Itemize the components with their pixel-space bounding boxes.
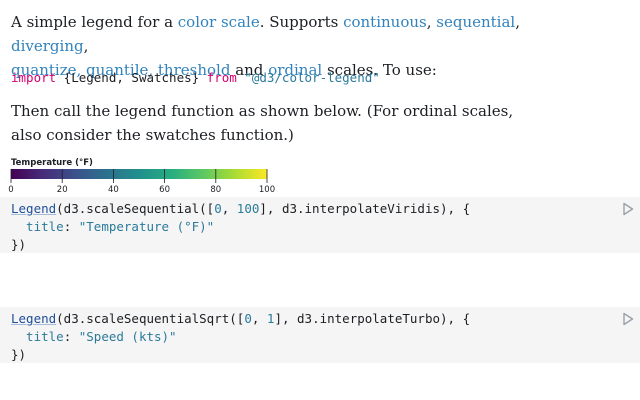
intro-paragraph: A simple legend for a color scale. Suppo… [11, 10, 531, 82]
intro-text: scales. To use: [322, 61, 437, 79]
run-cell-icon[interactable] [622, 312, 634, 326]
intro-text: , [515, 13, 520, 31]
code-key: title [11, 329, 64, 344]
code-text: }) [11, 347, 27, 362]
intro-text: and [230, 61, 269, 79]
legend-tick-label: 0 [8, 185, 13, 195]
code-num: 1 [266, 311, 275, 326]
code-block: Legend(d3.scaleSequential([0, 100], d3.i… [11, 200, 470, 254]
legend-tick-label: 80 [210, 185, 221, 195]
code-num: 0 [214, 201, 222, 216]
code-num: 100 [236, 201, 260, 216]
code-text: , [221, 201, 237, 216]
code-key: title [11, 219, 64, 234]
legend-tick-label: 60 [159, 185, 170, 195]
legend-tick-label: 40 [108, 185, 119, 195]
code-fn: Legend [11, 311, 57, 326]
intro-text: A simple legend for a [11, 13, 178, 31]
run-cell-icon[interactable] [622, 202, 634, 216]
legend-title: Temperature (°F) [11, 158, 93, 168]
from-keyword: from [206, 70, 237, 85]
link-color-scale[interactable]: color scale [177, 13, 260, 31]
code-text: : [63, 219, 79, 234]
code-fn: Legend [11, 201, 57, 216]
code-text: ], d3.interpolateTurbo), { [274, 311, 471, 326]
code-text: (d3.scaleSequential([ [56, 201, 215, 216]
link-ordinal[interactable]: ordinal [268, 61, 323, 79]
link-quantize-quantile-threshold[interactable]: quantize, quantile, threshold [11, 61, 231, 79]
import-module: "@d3/color-legend" [236, 70, 380, 85]
then-paragraph: Then call the legend function as shown b… [11, 102, 514, 144]
code-text: : [63, 329, 79, 344]
import-keyword: import [11, 70, 57, 85]
code-cell-temperature[interactable]: Legend(d3.scaleSequential([0, 100], d3.i… [0, 197, 640, 253]
code-string: "Temperature (°F)" [78, 219, 215, 234]
link-diverging[interactable]: diverging [11, 37, 84, 55]
link-continuous[interactable]: continuous [343, 13, 427, 31]
code-text: }) [11, 237, 27, 252]
import-names: {Legend, Swatches} [56, 70, 207, 85]
code-block: Legend(d3.scaleSequentialSqrt([0, 1], d3… [11, 310, 470, 364]
intro-text: , [426, 13, 437, 31]
legend-color-ramp [11, 169, 267, 179]
code-text: ], d3.interpolateViridis), { [259, 201, 471, 216]
code-num: 0 [244, 311, 252, 326]
code-text: (d3.scaleSequentialSqrt([ [56, 311, 245, 326]
import-code: import {Legend, Swatches} from "@d3/colo… [11, 69, 380, 87]
legend-tick-label: 100 [259, 185, 275, 195]
legend-tick-label: 20 [57, 185, 68, 195]
code-cell-speed[interactable]: Legend(d3.scaleSequentialSqrt([0, 1], d3… [0, 307, 640, 363]
link-sequential[interactable]: sequential [436, 13, 516, 31]
intro-text: , [83, 37, 89, 55]
code-text: , [251, 311, 267, 326]
temperature-legend: Temperature (°F) 0 20 40 60 80 100 [8, 158, 275, 195]
intro-text: . Supports [259, 13, 344, 31]
code-string: "Speed (kts)" [78, 329, 177, 344]
legend-axis: 0 20 40 60 80 100 [8, 169, 275, 195]
